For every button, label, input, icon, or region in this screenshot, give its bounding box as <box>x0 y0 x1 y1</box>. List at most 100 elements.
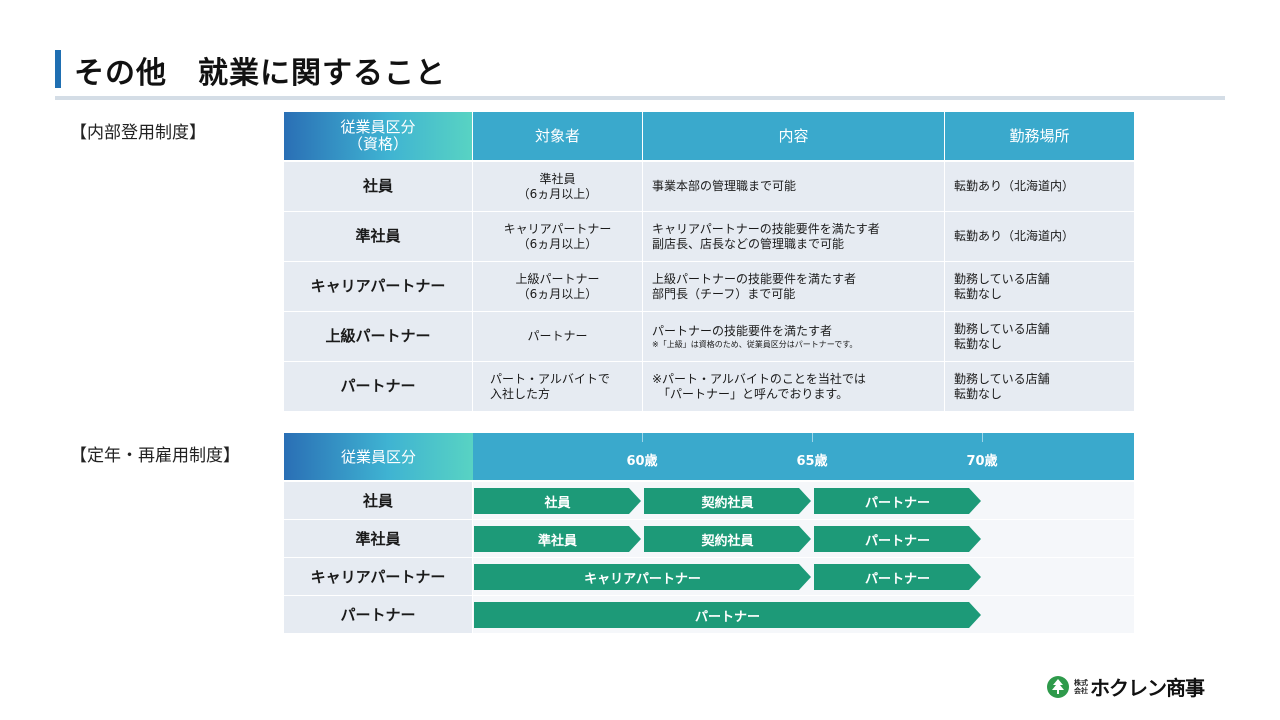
timeline-header-row: 従業員区分 60歳 65歳 70歳 <box>284 433 1134 480</box>
row-content: ※パート・アルバイトのことを当社では 「パートナー」と呼んでおります。 <box>643 362 945 411</box>
content-line: パートナーの技能要件を満たす者 <box>652 323 833 338</box>
header-content: 内容 <box>643 112 945 160</box>
content-line: 副店長、店長などの管理職まで可能 <box>652 236 845 251</box>
age-label: 65歳 <box>796 454 828 469</box>
logo-small-line: 会社 <box>1074 686 1088 695</box>
target-line: （6ヵ月以上） <box>517 286 598 301</box>
target-line: 上級パートナー <box>515 271 600 286</box>
row-category: パートナー <box>284 596 473 633</box>
target-line: （6ヵ月以上） <box>517 186 598 201</box>
age-timeline-header: 60歳 65歳 70歳 <box>473 433 1134 480</box>
retirement-rehire-table: 従業員区分 60歳 65歳 70歳 社員社員契約社員パートナー準社員準社員契約社… <box>284 433 1134 634</box>
row-category: キャリアパートナー <box>284 262 473 311</box>
target-line: （6ヵ月以上） <box>517 236 598 251</box>
timeline-row: パートナーパートナー <box>284 596 1134 633</box>
table-row: パートナー パート・アルバイトで 入社した方 ※パート・アルバイトのことを当社で… <box>284 362 1134 411</box>
row-content: キャリアパートナーの技能要件を満たす者 副店長、店長などの管理職まで可能 <box>643 212 945 261</box>
timeline-row: 準社員準社員契約社員パートナー <box>284 520 1134 557</box>
header-category: 従業員区分 <box>284 433 473 480</box>
location-line: 勤務している店舗 <box>954 371 1050 386</box>
content-line: 「パートナー」と呼んでおります。 <box>652 386 849 401</box>
company-logo: 株式 会社 ホクレン商事 <box>1046 672 1205 701</box>
timeline-track: 準社員契約社員パートナー <box>473 520 1134 557</box>
employment-stage-arrow: 契約社員 <box>644 526 811 552</box>
row-target: 準社員 （6ヵ月以上） <box>473 162 643 211</box>
timeline-row: キャリアパートナーキャリアパートナーパートナー <box>284 558 1134 595</box>
content-line: 事業本部の管理職まで可能 <box>652 179 797 193</box>
age-tick <box>812 433 813 442</box>
row-location: 転勤あり（北海道内） <box>945 212 1134 261</box>
logo-corp-type: 株式 会社 <box>1074 679 1088 695</box>
target-line: キャリアパートナー <box>503 221 612 236</box>
row-category: パートナー <box>284 362 473 411</box>
header-category: 従業員区分 （資格） <box>284 112 473 160</box>
row-location: 転勤あり（北海道内） <box>945 162 1134 211</box>
content-line: ※パート・アルバイトのことを当社では <box>652 371 866 386</box>
employment-stage-arrow: 準社員 <box>474 526 641 552</box>
row-target: キャリアパートナー （6ヵ月以上） <box>473 212 643 261</box>
age-tick <box>982 433 983 442</box>
header-category-line1: 従業員区分 <box>340 118 416 136</box>
content-line: キャリアパートナーの技能要件を満たす者 <box>652 221 880 236</box>
row-target: パートナー <box>473 312 643 361</box>
company-logo-icon <box>1047 675 1069 698</box>
location-line: 転勤あり（北海道内） <box>954 179 1075 193</box>
row-content: パートナーの技能要件を満たす者 ※「上級」は資格のため、従業員区分はパートナーで… <box>643 312 945 361</box>
row-category: 社員 <box>284 482 473 519</box>
table-header-row: 従業員区分 （資格） 対象者 内容 勤務場所 <box>284 112 1134 160</box>
location-line: 転勤なし <box>954 336 1003 351</box>
location-line: 転勤なし <box>954 286 1003 301</box>
location-line: 転勤なし <box>954 386 1003 401</box>
age-tick <box>642 433 643 442</box>
row-location: 勤務している店舗 転勤なし <box>945 262 1134 311</box>
location-line: 勤務している店舗 <box>954 271 1050 286</box>
header-category-line2: （資格） <box>347 135 408 153</box>
employment-stage-arrow: パートナー <box>814 488 981 514</box>
timeline-track: 社員契約社員パートナー <box>473 482 1134 519</box>
row-category: 社員 <box>284 162 473 211</box>
page-title: その他 就業に関すること <box>74 56 446 91</box>
target-line: パートナー <box>527 329 588 343</box>
title-divider <box>55 96 1225 100</box>
table-row: 社員 準社員 （6ヵ月以上） 事業本部の管理職まで可能 転勤あり（北海道内） <box>284 162 1134 211</box>
section-label-retirement: 【定年・再雇用制度】 <box>70 446 240 466</box>
row-location: 勤務している店舗 転勤なし <box>945 312 1134 361</box>
logo-company-name: ホクレン商事 <box>1090 676 1205 700</box>
title-accent-bar <box>55 50 61 88</box>
table-row: 上級パートナー パートナー パートナーの技能要件を満たす者 ※「上級」は資格のた… <box>284 312 1134 361</box>
timeline-row: 社員社員契約社員パートナー <box>284 482 1134 519</box>
content-line: 部門長（チーフ）まで可能 <box>652 286 796 301</box>
row-content: 上級パートナーの技能要件を満たす者 部門長（チーフ）まで可能 <box>643 262 945 311</box>
row-content: 事業本部の管理職まで可能 <box>643 162 945 211</box>
row-target: 上級パートナー （6ヵ月以上） <box>473 262 643 311</box>
row-category: 準社員 <box>284 520 473 557</box>
content-line: 上級パートナーの技能要件を満たす者 <box>652 271 857 286</box>
employment-stage-arrow: 契約社員 <box>644 488 811 514</box>
section-label-internal-promotion: 【内部登用制度】 <box>70 123 206 143</box>
target-line: 準社員 <box>539 171 576 186</box>
target-line: パート・アルバイトで <box>490 371 610 386</box>
content-note: ※「上級」は資格のため、従業員区分はパートナーです。 <box>652 339 858 349</box>
table-row: 準社員 キャリアパートナー （6ヵ月以上） キャリアパートナーの技能要件を満たす… <box>284 212 1134 261</box>
row-category: 上級パートナー <box>284 312 473 361</box>
row-category: キャリアパートナー <box>284 558 473 595</box>
header-location: 勤務場所 <box>945 112 1134 160</box>
row-location: 勤務している店舗 転勤なし <box>945 362 1134 411</box>
internal-promotion-table: 従業員区分 （資格） 対象者 内容 勤務場所 社員 準社員 （6ヵ月以上） 事業… <box>284 112 1134 412</box>
age-label: 70歳 <box>966 454 998 469</box>
target-line: 入社した方 <box>490 386 551 401</box>
location-line: 転勤あり（北海道内） <box>954 229 1075 243</box>
row-category: 準社員 <box>284 212 473 261</box>
table-row: キャリアパートナー 上級パートナー （6ヵ月以上） 上級パートナーの技能要件を満… <box>284 262 1134 311</box>
age-label: 60歳 <box>626 454 658 469</box>
employment-stage-arrow: パートナー <box>474 602 981 628</box>
employment-stage-arrow: パートナー <box>814 564 981 590</box>
location-line: 勤務している店舗 <box>954 321 1050 336</box>
timeline-track: キャリアパートナーパートナー <box>473 558 1134 595</box>
employment-stage-arrow: パートナー <box>814 526 981 552</box>
header-target: 対象者 <box>473 112 643 160</box>
row-target: パート・アルバイトで 入社した方 <box>473 362 643 411</box>
timeline-track: パートナー <box>473 596 1134 633</box>
employment-stage-arrow: 社員 <box>474 488 641 514</box>
employment-stage-arrow: キャリアパートナー <box>474 564 811 590</box>
